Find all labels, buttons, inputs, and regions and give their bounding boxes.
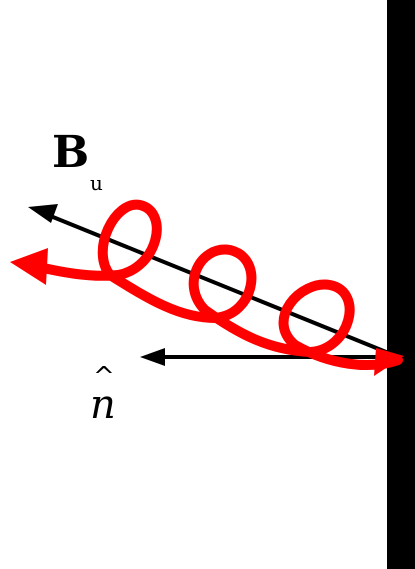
path-wall-arrowhead-icon bbox=[374, 348, 404, 376]
normal-vector-arrowhead-icon bbox=[140, 348, 165, 366]
particle-helix-path bbox=[25, 199, 403, 370]
field-label-subscript: u bbox=[90, 171, 103, 195]
path-start-arrowhead-icon bbox=[10, 248, 48, 285]
field-line-arrowhead-icon bbox=[28, 204, 58, 223]
wall bbox=[387, 0, 415, 569]
normal-label: n bbox=[90, 382, 116, 428]
normal-label-hat: ^ bbox=[93, 362, 115, 392]
field-label: B bbox=[52, 127, 89, 178]
